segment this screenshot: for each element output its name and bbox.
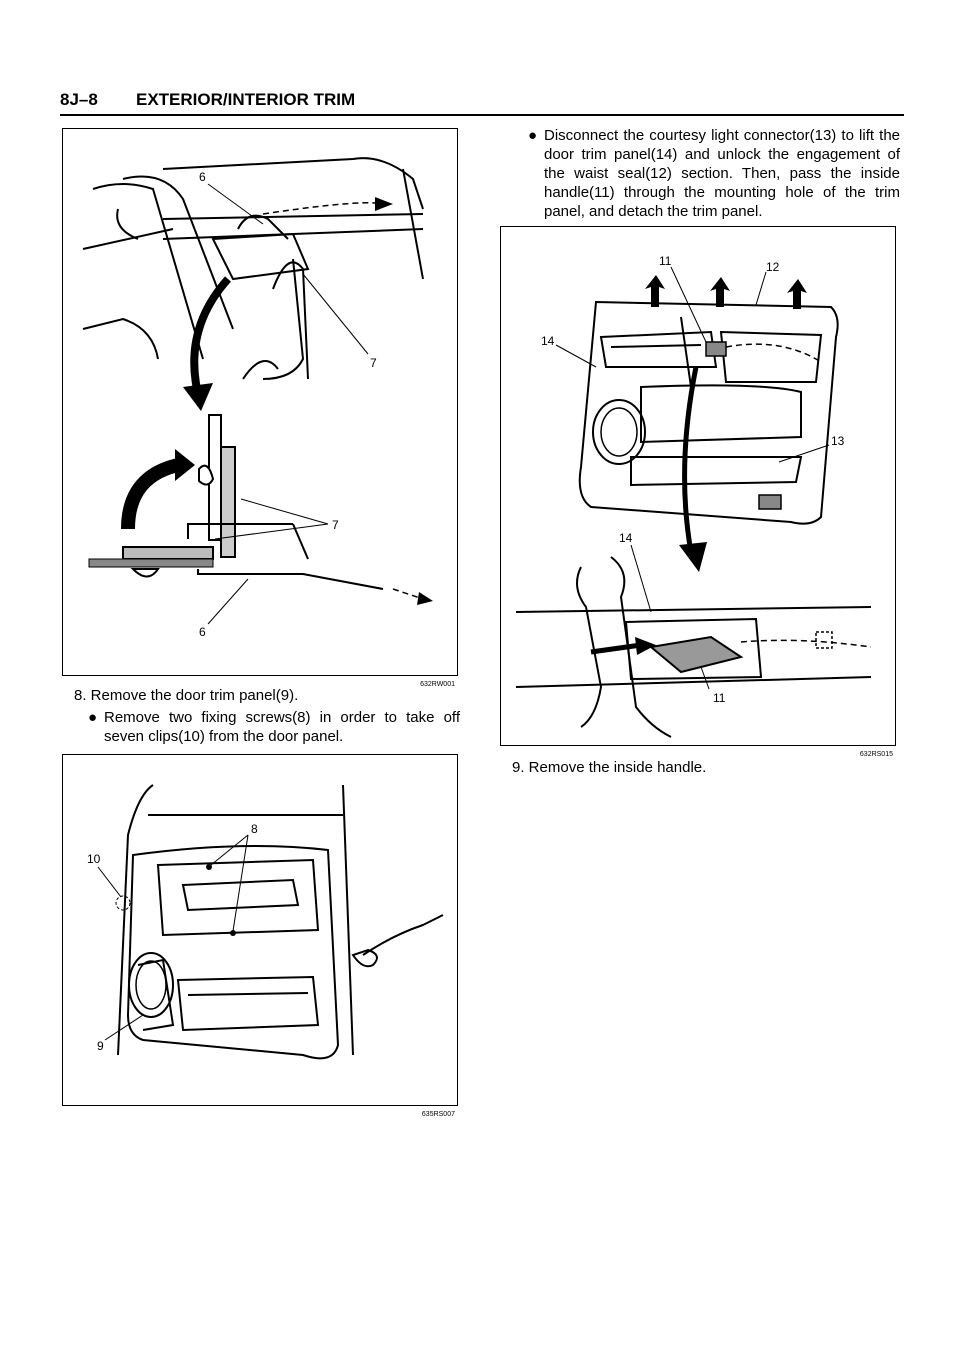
trim-panel-illustration — [515, 266, 872, 738]
callout-6-rod: 6 — [199, 625, 206, 639]
callout-13-connector: 13 — [831, 434, 845, 448]
bullet-text: Remove two fixing screws(8) in order to … — [104, 709, 460, 745]
step-9-heading: 9. Remove the inside handle. — [512, 759, 707, 776]
callout-11-handle-bottom: 11 — [713, 691, 726, 705]
figure-trim-panel: 11 12 14 13 14 11 632RS015 — [500, 226, 896, 758]
bullet-icon: ● — [528, 127, 538, 144]
bullet-icon: ● — [88, 709, 98, 726]
callout-14-panel-top: 14 — [541, 334, 555, 348]
page-code: 8J–8 — [60, 90, 98, 109]
callout-12-seal: 12 — [766, 260, 780, 274]
figure-id: 632RS015 — [859, 751, 893, 758]
callout-11-handle-top: 11 — [659, 254, 672, 268]
callout-14-panel-bottom: 14 — [619, 531, 633, 545]
callout-9-panel: 9 — [97, 1039, 104, 1053]
figure3-callouts: 11 12 14 13 14 11 — [541, 254, 845, 705]
header-rule — [60, 114, 904, 116]
callout-10-clip: 10 — [87, 852, 101, 866]
page-header: 8J–8 EXTERIOR/INTERIOR TRIM — [60, 90, 904, 116]
figure-id: 635RS007 — [421, 1111, 455, 1118]
callout-8-screw: 8 — [251, 822, 258, 836]
step-8-bullet: ● Remove two fixing screws(8) in order t… — [88, 708, 460, 746]
callout-7-clip: 7 — [370, 356, 377, 370]
step-8-heading: 8. Remove the door trim panel(9). — [74, 687, 299, 704]
section-title: EXTERIOR/INTERIOR TRIM — [136, 90, 356, 109]
door-panel-illustration — [97, 784, 444, 1060]
figure-inside-handle: 6 7 7 6 632RW001 — [62, 128, 458, 688]
figure-door-panel: 8 10 9 635RS007 — [62, 754, 458, 1118]
figure1-callouts: 6 7 7 6 — [199, 170, 377, 639]
step-bullet-disconnect: ● Disconnect the courtesy light connecto… — [528, 126, 900, 221]
bullet-text: Disconnect the courtesy light connector(… — [544, 127, 900, 220]
figure2-callouts: 8 10 9 — [87, 822, 258, 1053]
callout-7-section: 7 — [332, 518, 339, 532]
callout-6-handle: 6 — [199, 170, 206, 184]
figure-id: 632RW001 — [420, 681, 455, 688]
inside-handle-illustration — [82, 157, 433, 625]
